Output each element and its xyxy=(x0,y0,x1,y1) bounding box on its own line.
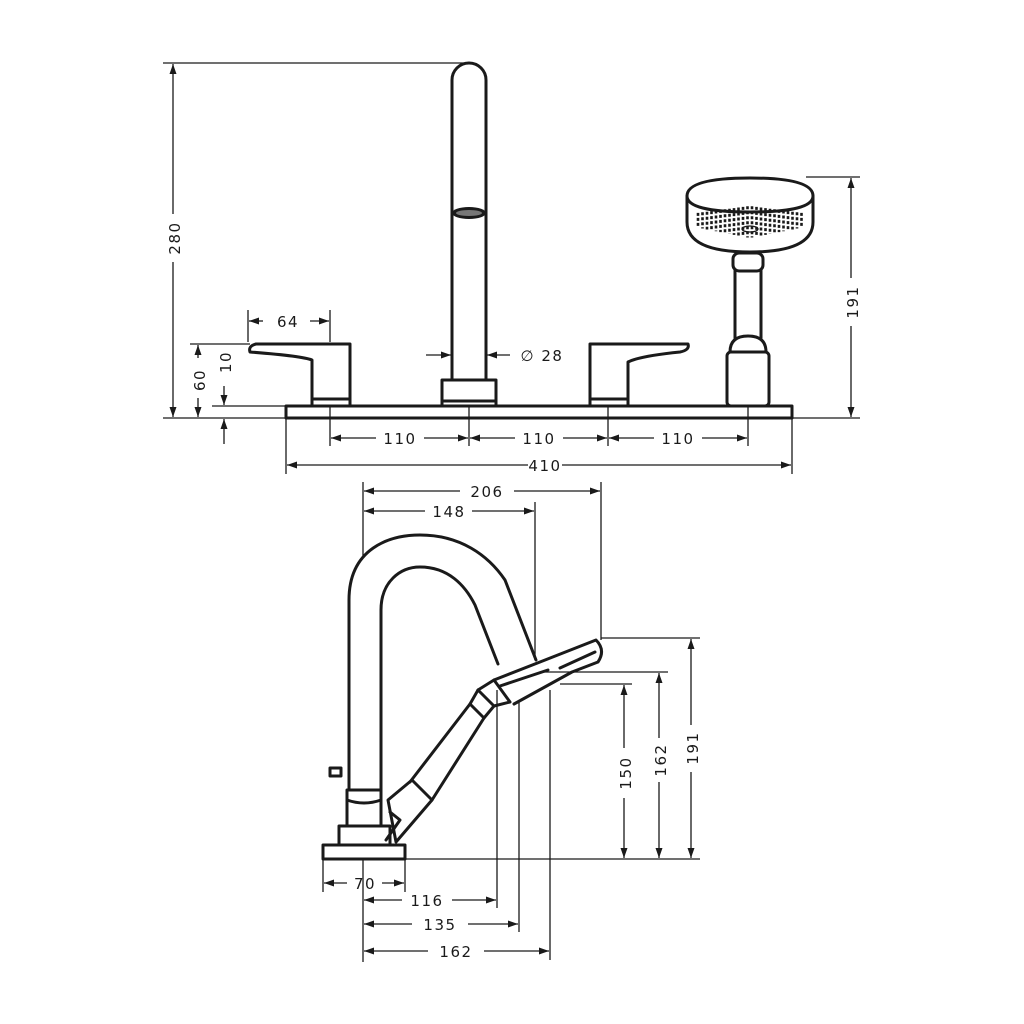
side-hand-shower xyxy=(384,638,603,844)
left-handle xyxy=(248,342,352,408)
dim-191-right: 191 xyxy=(684,731,702,764)
right-handle xyxy=(588,342,690,408)
deck-plate xyxy=(284,404,794,420)
side-spout xyxy=(328,533,538,828)
dim-shower-height: 191 xyxy=(844,285,862,318)
front-view: 280 60 10 64 ∅ 28 110 110 110 xyxy=(163,61,862,475)
dim-150: 150 xyxy=(617,756,635,789)
nozzle-pattern xyxy=(696,206,803,238)
side-deck-plate xyxy=(321,843,407,861)
dim-overall-height: 280 xyxy=(166,221,184,254)
dim-spacing-3: 110 xyxy=(661,430,694,448)
dim-base-70: 70 xyxy=(354,875,376,893)
dim-162-right: 162 xyxy=(652,743,670,776)
dim-116: 116 xyxy=(410,892,443,910)
dim-135: 135 xyxy=(423,916,456,934)
dim-162-bottom: 162 xyxy=(439,943,472,961)
dim-spacing-1: 110 xyxy=(383,430,416,448)
dim-spout-diameter: ∅ 28 xyxy=(521,347,564,365)
dim-total-width: 410 xyxy=(528,457,561,475)
dim-deck-thickness: 10 xyxy=(217,351,235,373)
hand-shower-front xyxy=(685,176,815,408)
dim-spacing-2: 110 xyxy=(522,430,555,448)
dim-handle-height: 60 xyxy=(191,369,209,391)
dim-handle-width: 64 xyxy=(277,313,299,331)
dim-reach-148: 148 xyxy=(432,503,465,521)
side-view: 206 148 70 116 135 162 150 162 xyxy=(321,482,702,962)
dim-reach-206: 206 xyxy=(470,483,503,501)
